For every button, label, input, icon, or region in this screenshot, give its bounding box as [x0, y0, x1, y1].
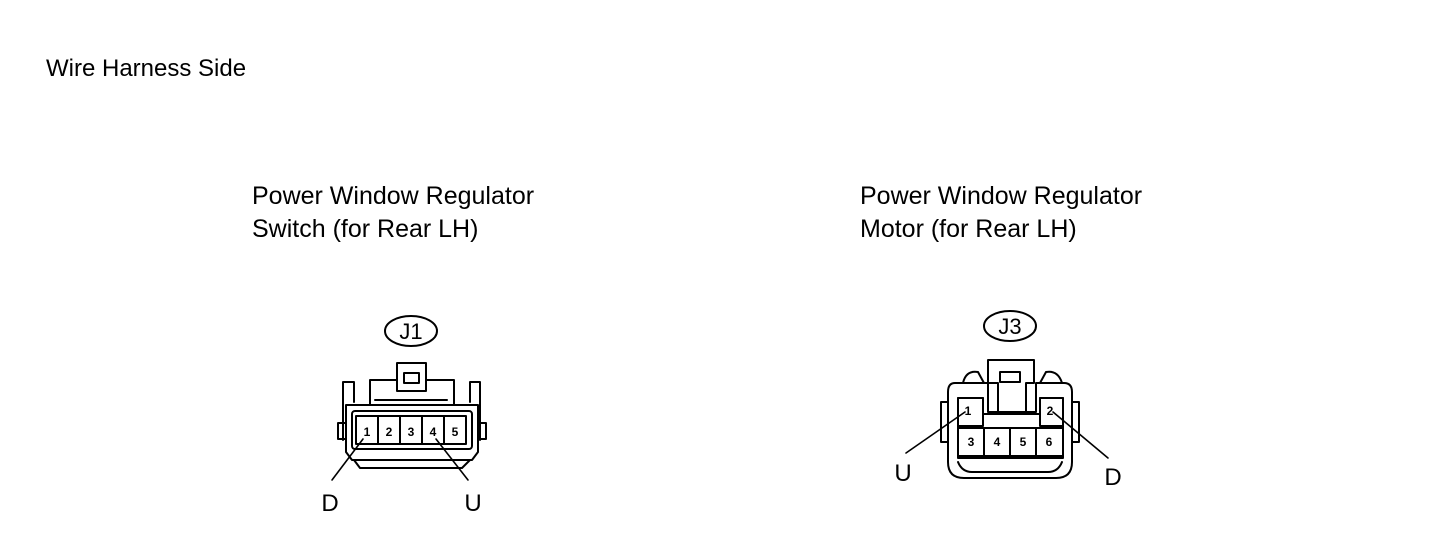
- connector-j3-pin-3: 3: [968, 435, 975, 449]
- connector-j1-pin-cavities: [355, 415, 467, 445]
- connector-j1-callout-u: U: [464, 490, 481, 517]
- connector-j1-title-line1: Power Window Regulator: [252, 182, 535, 210]
- connector-j3-pin-4: 4: [994, 435, 1001, 449]
- connector-j1-pin-2: 2: [386, 425, 393, 439]
- connector-j3-housing: [940, 359, 1080, 479]
- connector-j3: J3 1 2: [894, 310, 1122, 491]
- connector-j3-title-line1: Power Window Regulator: [860, 182, 1143, 210]
- connector-j1-title-line2: Switch (for Rear LH): [252, 215, 479, 243]
- connector-j1: J1: [321, 315, 487, 517]
- connector-j1-tag-label: J1: [399, 319, 422, 344]
- connector-j3-tag-ellipse: [983, 310, 1037, 342]
- connector-j3-leader-u: [905, 411, 966, 454]
- connector-j1-latch: [396, 362, 427, 392]
- connector-j1-pin-5: 5: [452, 425, 459, 439]
- connector-j1-title: Power Window Regulator Switch (for Rear …: [252, 180, 534, 246]
- page-heading: Wire Harness Side: [46, 55, 247, 82]
- connector-j3-title: Power Window Regulator Motor (for Rear L…: [860, 180, 1142, 246]
- connector-j3-title-line2: Motor (for Rear LH): [860, 215, 1077, 243]
- connector-j1-tag-ellipse: [384, 315, 438, 347]
- connector-j3-latch: [987, 359, 1035, 413]
- connector-j1-leader-d: [331, 438, 364, 481]
- connector-j3-callout-d: D: [1104, 464, 1121, 491]
- connector-j1-pin-1: 1: [364, 425, 371, 439]
- connector-j1-leader-u: [435, 438, 469, 481]
- connector-j3-tag-label: J3: [998, 314, 1021, 339]
- connector-j1-pin-4: 4: [430, 425, 437, 439]
- connector-j3-pin-5: 5: [1020, 435, 1027, 449]
- connector-j1-housing: [337, 362, 487, 469]
- connector-j1-callout-d: D: [321, 490, 338, 517]
- connector-j3-pin-cavities: [957, 397, 1064, 457]
- connector-j3-leader-d: [1052, 411, 1109, 459]
- connector-j3-pin-2: 2: [1047, 404, 1054, 418]
- connector-j3-pin-1: 1: [965, 404, 972, 418]
- connector-j3-callout-u: U: [894, 460, 911, 487]
- connector-j3-pin-6: 6: [1046, 435, 1053, 449]
- connector-j1-pin-3: 3: [408, 425, 415, 439]
